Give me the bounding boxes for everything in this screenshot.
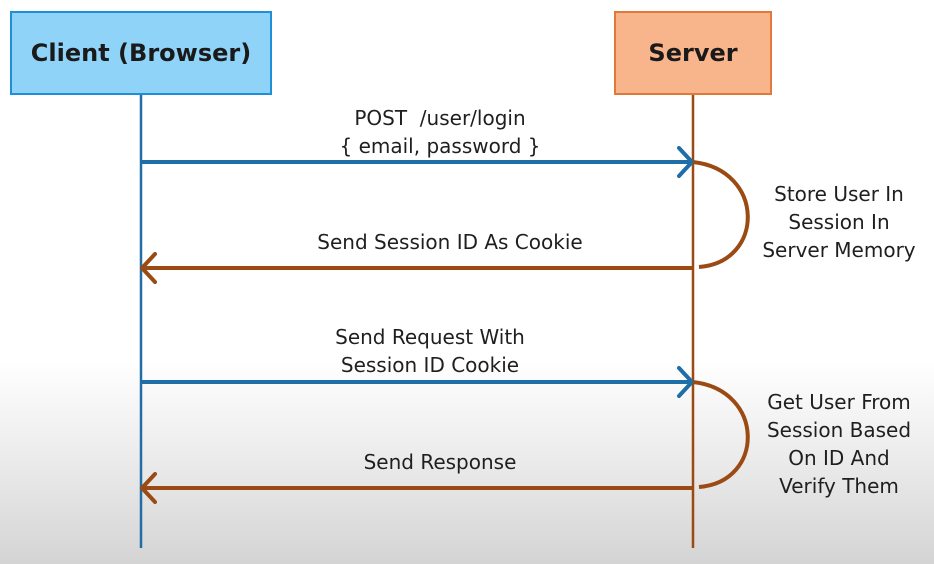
- login-request-label-line-1: POST /user/login: [354, 106, 526, 130]
- store-session-note-line-3: Server Memory: [762, 238, 916, 262]
- verify-session-loop-arrow: [692, 380, 750, 489]
- login-request-label-line-2: { email, password }: [339, 134, 541, 158]
- login-request-arrowhead: [677, 146, 694, 178]
- verify-session-note-line-2: Session Based: [766, 418, 912, 442]
- server-actor-box: Server: [614, 11, 772, 95]
- store-session-note-line-1: Store User In: [774, 182, 904, 206]
- client-actor-box: Client (Browser): [10, 11, 272, 95]
- response-label: Send Response: [363, 450, 517, 474]
- store-session-loop-arrow: [692, 160, 750, 269]
- verify-session-note-line-3: On ID And: [788, 446, 890, 470]
- session-cookie-response-label: Send Session ID As Cookie: [317, 230, 583, 254]
- server-actor-label: Server: [648, 39, 738, 67]
- session-request-label-line-2: Session ID Cookie: [340, 353, 520, 377]
- session-request-arrowhead: [677, 366, 694, 398]
- verify-session-note-line-1: Get User From: [767, 390, 911, 414]
- verify-session-note-line-4: Verify Them: [779, 474, 899, 498]
- store-session-note-line-2: Session In: [788, 210, 890, 234]
- session-request-label-line-1: Send Request With: [335, 325, 525, 349]
- client-actor-label: Client (Browser): [30, 39, 252, 67]
- response-arrowhead: [140, 472, 157, 504]
- session-cookie-response-arrowhead: [140, 252, 157, 284]
